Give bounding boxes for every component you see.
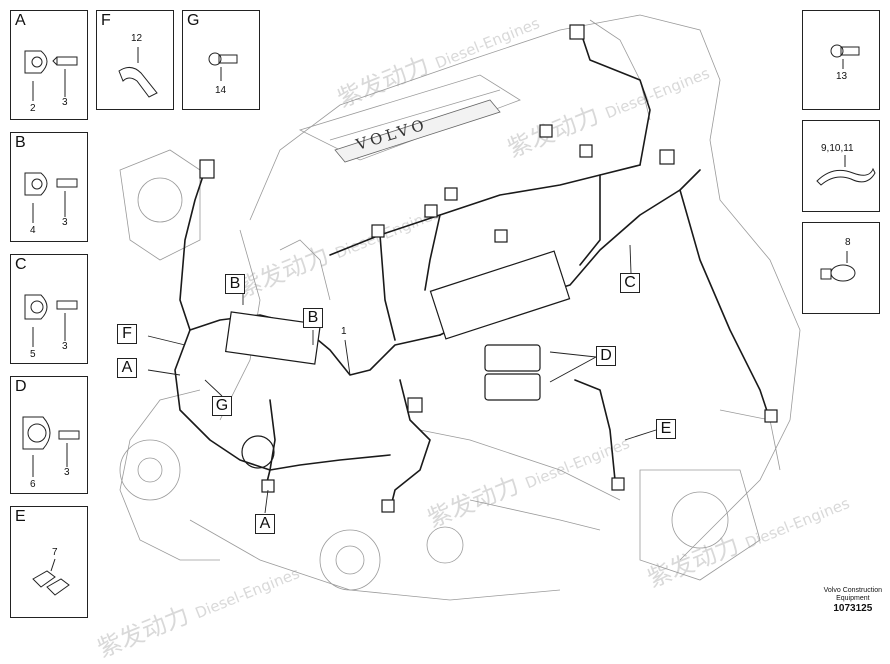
part-number: 14 <box>215 85 227 96</box>
kit-box-d: D 6 3 <box>10 376 88 494</box>
kit-box-c: C 5 3 <box>10 254 88 364</box>
kit-letter: C <box>15 256 27 273</box>
part-number: 9,10,11 <box>821 143 854 154</box>
kit-box-g: G 14 <box>182 10 260 110</box>
callout-b-mid: B <box>303 308 323 328</box>
bolt-icon <box>208 52 238 81</box>
callout-b-top: B <box>225 274 245 294</box>
clamp-icon <box>820 251 856 282</box>
kit-box-bolt: 13 <box>802 10 880 110</box>
bolt-icon <box>830 44 860 69</box>
callout-a-bottom: A <box>255 514 275 534</box>
kit-box-e: E 7 <box>10 506 88 618</box>
document-number: 1073125 <box>833 603 873 614</box>
kit-box-a: A 2 3 <box>10 10 88 120</box>
callout-g: G <box>212 396 232 416</box>
part-number: 3 <box>62 341 68 352</box>
callout-d: D <box>596 346 616 366</box>
kit-letter: D <box>15 378 27 395</box>
callout-f: F <box>117 324 137 344</box>
kit-letter: G <box>187 12 200 29</box>
part-number: 3 <box>62 97 68 108</box>
part-number: 3 <box>62 217 68 228</box>
part-number: 7 <box>52 547 58 558</box>
part-number: 4 <box>30 225 36 236</box>
callout-c: C <box>620 273 640 293</box>
publisher-line-1: Volvo Construction <box>823 587 882 594</box>
clamp-bolt-icon <box>24 294 78 347</box>
clamp-bolt-icon <box>24 50 78 101</box>
publisher-line-2: Equipment <box>836 595 870 602</box>
kit-box-b: B 4 3 <box>10 132 88 242</box>
part-number: 5 <box>30 349 36 360</box>
kit-letter: B <box>15 134 26 151</box>
kit-box-f: F 12 <box>96 10 174 110</box>
clamp-bolt-icon <box>24 172 78 223</box>
part-number: 3 <box>64 467 70 478</box>
part-number-harness: 1 <box>341 326 347 337</box>
kit-letter: F <box>101 12 111 29</box>
callout-e: E <box>656 419 676 439</box>
kit-box-cable-tie: 9,10,11 <box>802 120 880 212</box>
callout-a-left: A <box>117 358 137 378</box>
part-number: 13 <box>836 71 848 82</box>
part-number: 6 <box>30 479 36 490</box>
engine-harness-diagram: VOLVO <box>119 14 801 601</box>
document-footer: Volvo Construction Equipment 1073125 <box>824 587 882 615</box>
clip-icon <box>32 558 70 596</box>
part-number: 2 <box>30 103 36 114</box>
clamp-bolt-icon <box>22 416 80 477</box>
part-number: 12 <box>131 33 143 44</box>
part-number: 8 <box>845 237 851 248</box>
kit-letter: E <box>15 508 26 525</box>
kit-box-clamp: 8 <box>802 222 880 314</box>
cable-tie-icon <box>816 155 876 186</box>
bracket-icon <box>118 47 158 98</box>
kit-letter: A <box>15 12 26 29</box>
